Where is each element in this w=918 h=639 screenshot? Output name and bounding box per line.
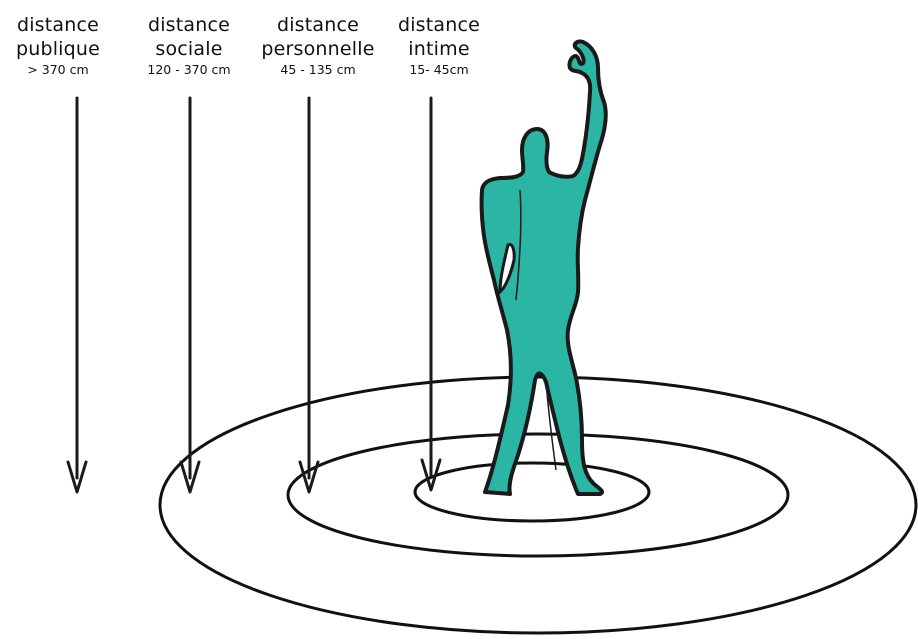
label-line1: distance — [0, 16, 116, 35]
arrow-intime — [422, 98, 440, 490]
arrow-personnelle — [300, 98, 318, 492]
distance-arrows — [68, 98, 440, 492]
label-distance-personnelle: distance personnelle 45 - 135 cm — [250, 16, 386, 77]
label-distance-intime: distance intime 15- 45cm — [384, 16, 494, 77]
modulor-human-figure — [482, 41, 606, 494]
arrow-publique — [68, 98, 86, 492]
label-range: > 370 cm — [0, 64, 116, 77]
label-line2: sociale — [128, 40, 250, 59]
label-range: 120 - 370 cm — [128, 64, 250, 77]
ring-sociale — [288, 434, 788, 556]
label-distance-sociale: distance sociale 120 - 370 cm — [128, 16, 250, 77]
label-line2: publique — [0, 40, 116, 59]
ring-publique — [160, 377, 916, 633]
arrow-sociale — [181, 98, 199, 492]
label-line1: distance — [250, 16, 386, 35]
label-line2: personnelle — [250, 40, 386, 59]
label-distance-publique: distance publique > 370 cm — [0, 16, 116, 77]
label-line1: distance — [384, 16, 494, 35]
distance-rings — [160, 377, 916, 633]
label-range: 45 - 135 cm — [250, 64, 386, 77]
label-line1: distance — [128, 16, 250, 35]
ring-intime — [415, 463, 649, 521]
label-line2: intime — [384, 40, 494, 59]
label-range: 15- 45cm — [384, 64, 494, 77]
